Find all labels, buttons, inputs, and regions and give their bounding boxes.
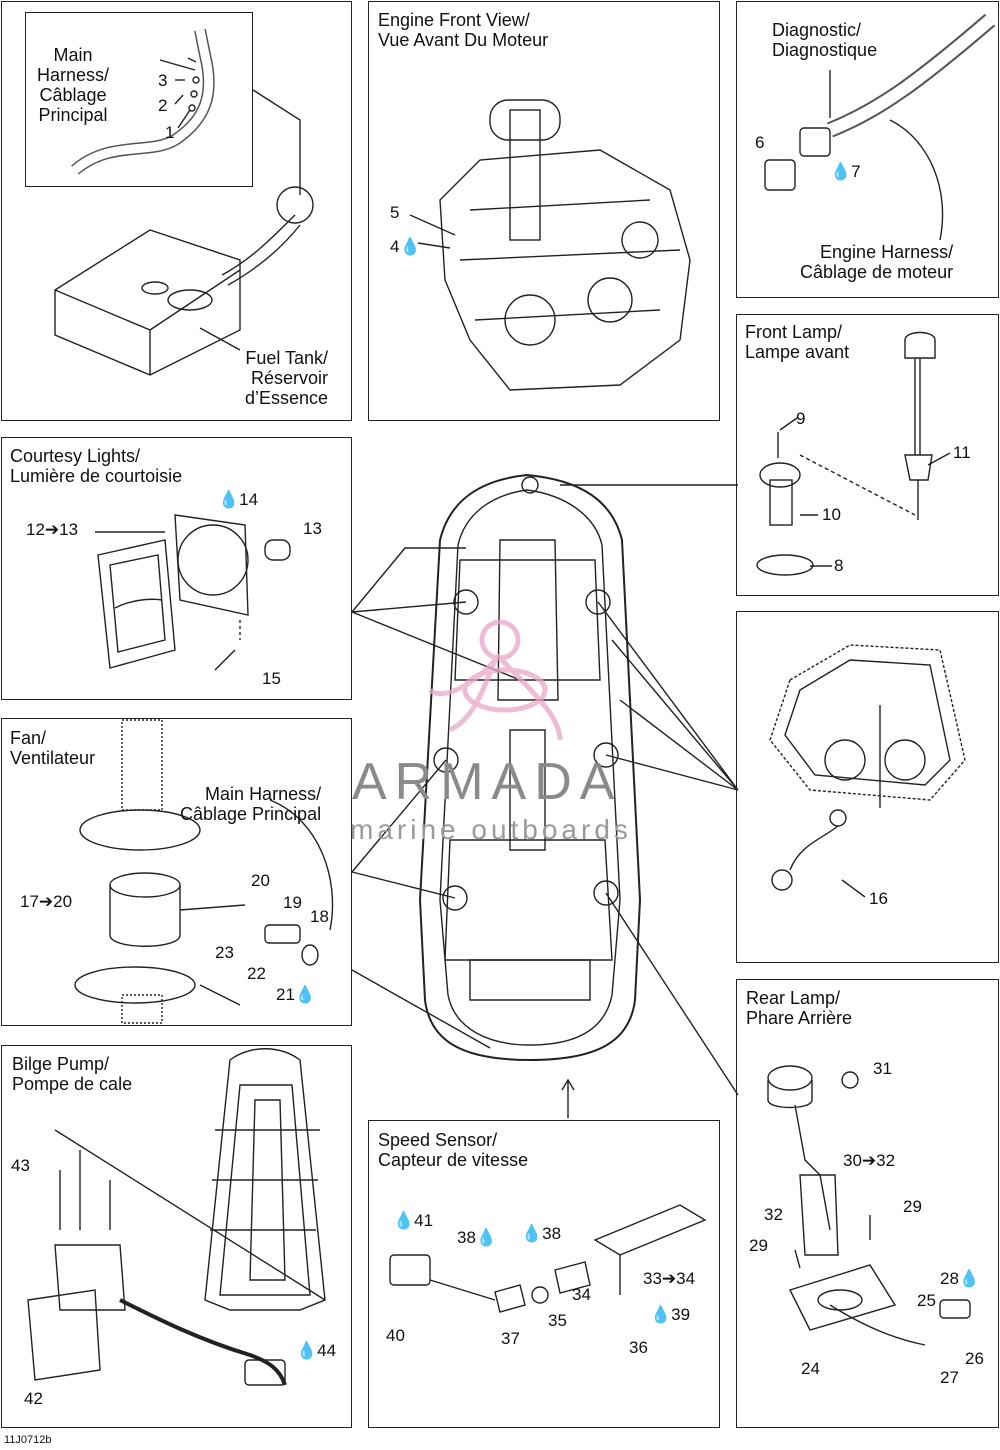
droplet-icon: 💧 [475, 1228, 498, 1247]
callout-10: 10 [822, 505, 841, 524]
droplet-icon: 💧 [393, 1211, 415, 1230]
droplet-icon: 💧 [521, 1224, 543, 1243]
callout-38-right-number: 38 [542, 1224, 562, 1243]
callout-26: 26 [965, 1349, 984, 1368]
watermark-brand: ARMADA [352, 753, 623, 811]
callout-38-right: 💧38 [521, 1225, 561, 1243]
callout-9: 9 [796, 409, 806, 428]
callout-19: 19 [283, 893, 302, 912]
callout-2: 2 [158, 96, 168, 115]
panel-fan [1, 718, 352, 1026]
droplet-icon: 💧 [830, 162, 852, 181]
callout-29-left: 29 [749, 1236, 768, 1255]
front-lamp-title: Front Lamp/ Lampe avant [745, 322, 850, 362]
callout-5: 5 [390, 203, 400, 222]
callout-22: 22 [247, 964, 266, 983]
callout-33-34: 33➔34 [643, 1269, 696, 1288]
callout-21-number: 21 [276, 985, 295, 1004]
callout-20: 20 [251, 871, 270, 890]
callout-41: 💧41 [393, 1212, 433, 1230]
callout-27: 27 [940, 1368, 959, 1387]
fan-main-harness-label: Main Harness/ Câblage Principal [180, 784, 322, 824]
callout-17-20: 17➔20 [20, 892, 73, 911]
bilge-title: Bilge Pump/ Pompe de cale [12, 1054, 133, 1094]
callout-25: 25 [917, 1291, 936, 1310]
courtesy-title: Courtesy Lights/ Lumière de courtoisie [10, 446, 183, 486]
callout-18: 18 [310, 907, 329, 926]
droplet-icon: 💧 [650, 1305, 672, 1324]
callout-42: 42 [24, 1389, 43, 1408]
speed-sensor-title: Speed Sensor/ Capteur de vitesse [378, 1130, 529, 1170]
callout-1: 1 [165, 123, 175, 142]
callout-40: 40 [386, 1326, 405, 1345]
callout-29-right: 29 [903, 1197, 922, 1216]
panel-front-lamp [736, 314, 999, 596]
callout-23: 23 [215, 943, 234, 962]
callout-14-number: 14 [239, 490, 259, 509]
droplet-icon: 💧 [294, 985, 317, 1004]
droplet-icon: 💧 [218, 490, 240, 509]
callout-3: 3 [158, 71, 168, 90]
callout-4-number: 4 [390, 237, 400, 256]
callout-15: 15 [262, 669, 281, 688]
callout-13: 13 [303, 519, 322, 538]
figure-code: 11J0712b [4, 1434, 52, 1446]
callout-32: 32 [764, 1205, 783, 1224]
callout-30-32: 30➔32 [843, 1151, 896, 1170]
callout-11: 11 [953, 443, 971, 462]
panel-courtesy-lights [1, 437, 352, 700]
callout-7-number: 7 [851, 162, 861, 181]
callout-44: 💧44 [296, 1342, 336, 1360]
droplet-icon: 💧 [399, 237, 421, 256]
callout-43: 43 [11, 1156, 30, 1175]
panel-speed-sensor [368, 1120, 720, 1428]
callout-12-13: 12➔13 [26, 520, 79, 539]
callout-14: 💧14 [218, 491, 258, 509]
fuel-tank-label: Fuel Tank/ Réservoir d’Essence [245, 348, 329, 408]
callout-24: 24 [801, 1359, 820, 1378]
callout-7: 💧7 [830, 163, 861, 181]
watermark-tagline: marine outboards [350, 814, 632, 845]
inset-main-harness [25, 12, 253, 187]
callout-41-number: 41 [414, 1211, 434, 1230]
callout-35: 35 [548, 1311, 567, 1330]
engine-title: Engine Front View/ Vue Avant Du Moteur [378, 10, 549, 50]
panel-rear-lamp [736, 979, 999, 1428]
callout-34: 34 [572, 1285, 591, 1304]
droplet-icon: 💧 [296, 1341, 318, 1360]
panel-light-16 [736, 611, 999, 963]
callout-44-number: 44 [317, 1341, 337, 1360]
callout-21: 21💧 [276, 986, 316, 1004]
callout-16: 16 [869, 889, 888, 908]
callout-39-number: 39 [671, 1305, 691, 1324]
callout-6: 6 [755, 133, 765, 152]
diagnostic-title: Diagnostic/ Diagnostique [772, 20, 878, 60]
droplet-icon: 💧 [958, 1269, 981, 1288]
callout-8: 8 [834, 556, 844, 575]
callout-28-number: 28 [940, 1269, 959, 1288]
callout-31: 31 [873, 1059, 892, 1078]
callout-37: 37 [501, 1329, 520, 1348]
engine-harness-label: Engine Harness/ Câblage de moteur [800, 242, 954, 282]
callout-36: 36 [629, 1338, 648, 1357]
inset-title: Main Harness/ Câblage Principal [37, 45, 110, 125]
callout-4: 4💧 [390, 238, 421, 256]
panel-engine [368, 1, 720, 421]
fan-title: Fan/ Ventilateur [10, 728, 96, 768]
rear-lamp-title: Rear Lamp/ Phare Arrière [746, 988, 853, 1028]
callout-39: 💧39 [650, 1306, 690, 1324]
callout-38-left-number: 38 [457, 1228, 476, 1247]
callout-28: 28💧 [940, 1270, 980, 1288]
callout-38-left: 38💧 [457, 1229, 497, 1247]
